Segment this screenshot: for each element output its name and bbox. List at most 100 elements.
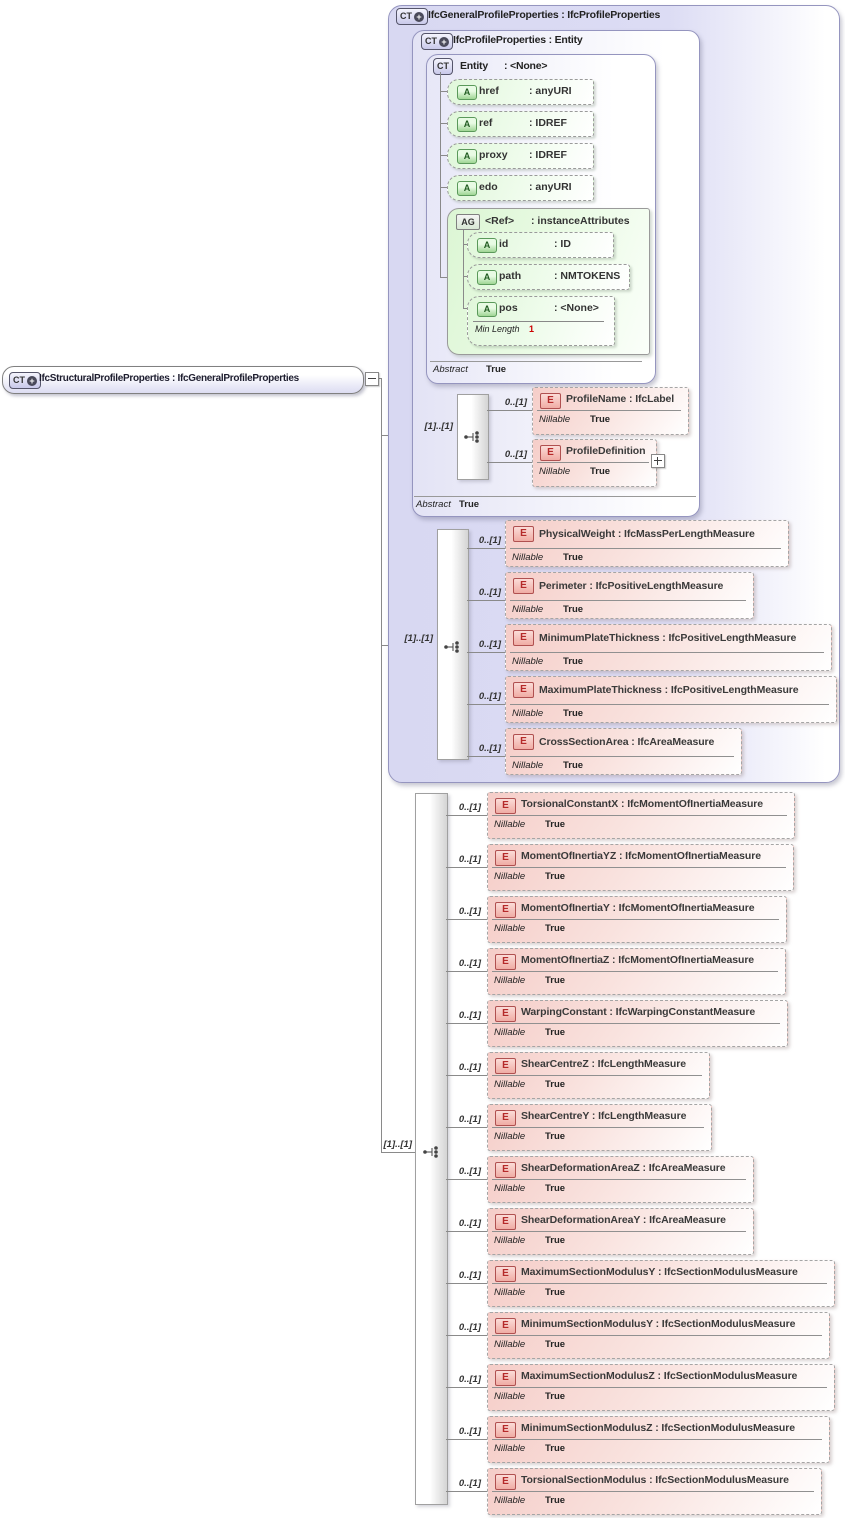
element-warping-constant[interactable]: 0..[1] E WarpingConstant : IfcWarpingCon… (446, 1000, 788, 1047)
sequence-cardinality: [1]..[1] (383, 1139, 413, 1150)
divider (510, 652, 824, 653)
cardinality-label: 0..[1] (458, 1114, 481, 1125)
nillable-value: True (545, 975, 566, 986)
nillable-label: Nillable (494, 1235, 526, 1246)
attr-pos[interactable]: A pos : <None> Min Length 1 (467, 296, 615, 346)
element-title: MinimumSectionModulusY : IfcSectionModul… (521, 1318, 796, 1330)
connector-line (463, 308, 468, 309)
connector-line (467, 704, 505, 705)
attr-path[interactable]: A path : NMTOKENS (467, 264, 630, 290)
connector-line (440, 187, 448, 188)
cardinality-label: 0..[1] (504, 449, 527, 460)
cardinality-label: 0..[1] (478, 535, 501, 546)
element-perimeter[interactable]: 0..[1] E Perimeter : IfcPositiveLengthMe… (467, 572, 754, 619)
attribute-group-badge: AG (456, 214, 480, 230)
element-shear-centre-z[interactable]: 0..[1] E ShearCentreZ : IfcLengthMeasure… (446, 1052, 710, 1099)
element-title: WarpingConstant : IfcWarpingConstantMeas… (521, 1006, 756, 1018)
nillable-label: Nillable (494, 1287, 526, 1298)
structural-profile-properties-box[interactable]: CT+ IfcStructuralProfileProperties : Ifc… (2, 366, 364, 394)
element-shear-deformation-area-z[interactable]: 0..[1] E ShearDeformationAreaZ : IfcArea… (446, 1156, 754, 1203)
connector-line (446, 1335, 487, 1336)
divider (492, 1387, 827, 1388)
connector-line (467, 652, 505, 653)
nillable-label: Nillable (494, 1027, 526, 1038)
nillable-value: True (545, 1079, 566, 1090)
nillable-value: True (545, 923, 566, 934)
attr-edo[interactable]: A edo : anyURI (447, 175, 594, 201)
attribute-name: edo (479, 181, 498, 193)
connector-trunk-line (381, 378, 382, 1153)
nillable-label: Nillable (494, 923, 526, 934)
nillable-label: Nillable (539, 466, 571, 477)
element-shear-centre-y[interactable]: 0..[1] E ShearCentreY : IfcLengthMeasure… (446, 1104, 712, 1151)
element-badge: E (495, 1214, 516, 1230)
element-moment-of-inertia-yz[interactable]: 0..[1] E MomentOfInertiaYZ : IfcMomentOf… (446, 844, 794, 891)
connector-line (440, 72, 441, 278)
element-badge: E (495, 954, 516, 970)
nillable-value: True (545, 1183, 566, 1194)
divider (492, 1075, 702, 1076)
nillable-label: Nillable (494, 1339, 526, 1350)
element-title: ShearDeformationAreaY : IfcAreaMeasure (521, 1214, 726, 1226)
divider (492, 919, 779, 920)
connector-line (381, 1152, 415, 1153)
element-minimum-section-modulus-z[interactable]: 0..[1] E MinimumSectionModulusZ : IfcSec… (446, 1416, 830, 1463)
element-physical-weight[interactable]: 0..[1] E PhysicalWeight : IfcMassPerLeng… (467, 520, 789, 567)
element-shear-deformation-area-y[interactable]: 0..[1] E ShearDeformationAreaY : IfcArea… (446, 1208, 754, 1255)
connector-line (446, 867, 487, 868)
divider (492, 867, 786, 868)
element-profile-definition[interactable]: 0..[1] E ProfileDefinition Nillable True (487, 439, 657, 487)
ct-badge-label: CT (437, 61, 449, 71)
cardinality-label: 0..[1] (458, 1270, 481, 1281)
expand-icon[interactable] (651, 454, 665, 468)
connector-line (446, 815, 487, 816)
attribute-name: proxy (479, 149, 508, 161)
element-title: ShearDeformationAreaZ : IfcAreaMeasure (521, 1162, 726, 1174)
attribute-type: : NMTOKENS (554, 270, 621, 282)
attr-href[interactable]: A href : anyURI (447, 79, 594, 105)
element-minimum-section-modulus-y[interactable]: 0..[1] E MinimumSectionModulusY : IfcSec… (446, 1312, 830, 1359)
element-profile-name[interactable]: 0..[1] E ProfileName : IfcLabel Nillable… (487, 387, 689, 435)
attribute-type: : anyURI (529, 181, 572, 193)
element-maximum-section-modulus-y[interactable]: 0..[1] E MaximumSectionModulusY : IfcSec… (446, 1260, 835, 1307)
connector-line (440, 91, 448, 92)
element-moment-of-inertia-y[interactable]: 0..[1] E MomentOfInertiaY : IfcMomentOfI… (446, 896, 787, 943)
element-badge: E (495, 1110, 516, 1126)
attr-proxy[interactable]: A proxy : IDREF (447, 143, 594, 169)
nillable-value: True (545, 819, 566, 830)
element-title: MinimumPlateThickness : IfcPositiveLengt… (539, 632, 797, 644)
element-moment-of-inertia-z[interactable]: 0..[1] E MomentOfInertiaZ : IfcMomentOfI… (446, 948, 786, 995)
attr-ref[interactable]: A ref : IDREF (447, 111, 594, 137)
element-badge: E (540, 393, 561, 409)
divider (492, 1179, 746, 1180)
cardinality-label: 0..[1] (478, 639, 501, 650)
connector-line (467, 548, 505, 549)
nillable-value: True (563, 604, 584, 615)
attribute-badge: A (477, 238, 497, 253)
element-badge: E (495, 902, 516, 918)
general-box-title: IfcGeneralProfileProperties : IfcProfile… (428, 9, 661, 21)
element-minimum-plate-thickness[interactable]: 0..[1] E MinimumPlateThickness : IfcPosi… (467, 624, 832, 671)
connector-line (446, 1023, 487, 1024)
element-torsional-section-modulus[interactable]: 0..[1] E TorsionalSectionModulus : IfcSe… (446, 1468, 822, 1515)
element-maximum-plate-thickness[interactable]: 0..[1] E MaximumPlateThickness : IfcPosi… (467, 676, 837, 723)
nillable-value: True (563, 656, 584, 667)
ct-badge-label: CT (13, 375, 25, 385)
attr-id[interactable]: A id : ID (467, 232, 614, 258)
attribute-badge: A (477, 270, 497, 285)
element-badge: E (495, 1058, 516, 1074)
element-title: CrossSectionArea : IfcAreaMeasure (539, 736, 715, 748)
abstract-value: True (486, 364, 507, 375)
element-cross-section-area[interactable]: 0..[1] E CrossSectionArea : IfcAreaMeasu… (467, 728, 742, 775)
collapse-icon[interactable] (365, 372, 379, 386)
nillable-label: Nillable (494, 1079, 526, 1090)
entity-type: : <None> (504, 60, 548, 72)
connector-line (487, 462, 532, 463)
connector-line (440, 123, 448, 124)
element-torsional-constant-x[interactable]: 0..[1] E TorsionalConstantX : IfcMomentO… (446, 792, 795, 839)
root-title: IfcStructuralProfileProperties : IfcGene… (39, 373, 299, 384)
element-title: MomentOfInertiaYZ : IfcMomentOfInertiaMe… (521, 850, 761, 862)
nillable-value: True (545, 1443, 566, 1454)
element-maximum-section-modulus-z[interactable]: 0..[1] E MaximumSectionModulusZ : IfcSec… (446, 1364, 835, 1411)
